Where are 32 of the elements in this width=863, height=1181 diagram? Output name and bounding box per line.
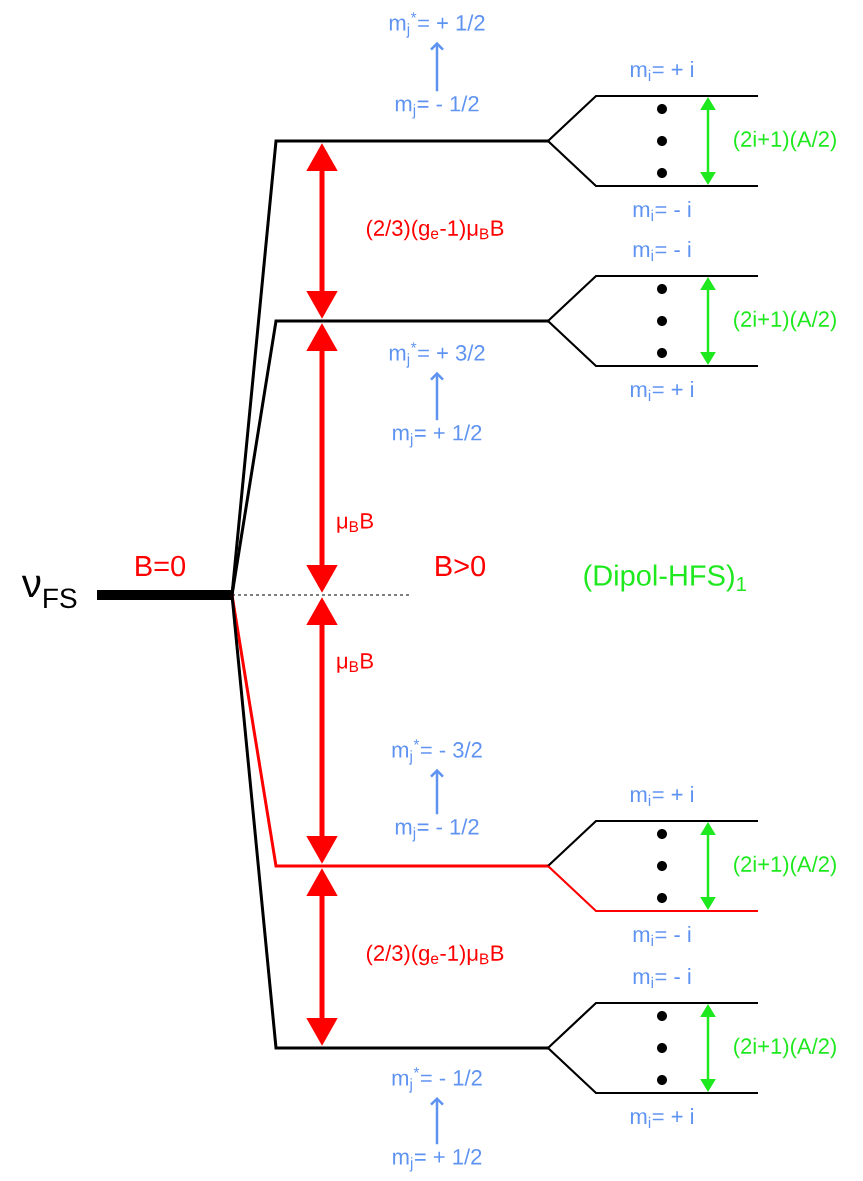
field-label: B=0 [136, 555, 186, 577]
spin-label: m$_{i}$= - i [633, 968, 691, 988]
quantum-number-label: m$_{j}$= - 1/2 [395, 818, 479, 842]
spin-label: m$_{i}$= - i [633, 926, 691, 946]
transition-arrow [430, 41, 444, 92]
splitting-label: (2i+1)(A/2) [734, 855, 836, 877]
quantum-number-label: m$_{j}$$^{*}$= + 3/2 [389, 342, 485, 368]
spin-label: m$_{i}$= + i [630, 1108, 694, 1128]
splitting-label: (2i+1)(A/2) [734, 1037, 836, 1059]
transition-arrow [430, 1096, 444, 1145]
transition-arrow [430, 768, 444, 815]
spin-label: m$_{i}$= - i [633, 241, 691, 261]
splitting-label: (Dipol-HFS)$_{1}$ [584, 564, 746, 592]
transition-arrow [430, 371, 444, 421]
quantum-number-label: m$_{j}$= + 1/2 [393, 424, 482, 448]
spin-label: m$_{i}$= - i [633, 201, 691, 221]
splitting-label: (2/3)(g$_{e}$-1)μ$_{B}$B [366, 219, 504, 241]
splitting-label: μ$_{B}$B [337, 513, 373, 533]
spin-label: m$_{i}$= + i [630, 786, 694, 806]
level-label: ν$_{FS}$ [21, 575, 77, 609]
quantum-number-label: m$_{j}$$^{*}$= - 3/2 [392, 739, 482, 765]
spin-label: m$_{i}$= + i [630, 61, 694, 81]
quantum-number-label: m$_{j}$= + 1/2 [393, 1148, 482, 1172]
quantum-number-label: m$_{j}$$^{*}$= + 1/2 [389, 12, 485, 38]
splitting-label: (2/3)(g$_{e}$-1)μ$_{B}$B [366, 944, 504, 966]
quantum-number-label: m$_{j}$= - 1/2 [395, 95, 479, 119]
splitting-label: μ$_{B}$B [337, 653, 373, 673]
splitting-label: (2i+1)(A/2) [734, 310, 836, 332]
splitting-label: (2i+1)(A/2) [734, 130, 836, 152]
field-label: B>0 [436, 555, 486, 577]
spin-label: m$_{i}$= + i [630, 381, 694, 401]
quantum-number-label: m$_{j}$$^{*}$= - 1/2 [392, 1067, 482, 1093]
